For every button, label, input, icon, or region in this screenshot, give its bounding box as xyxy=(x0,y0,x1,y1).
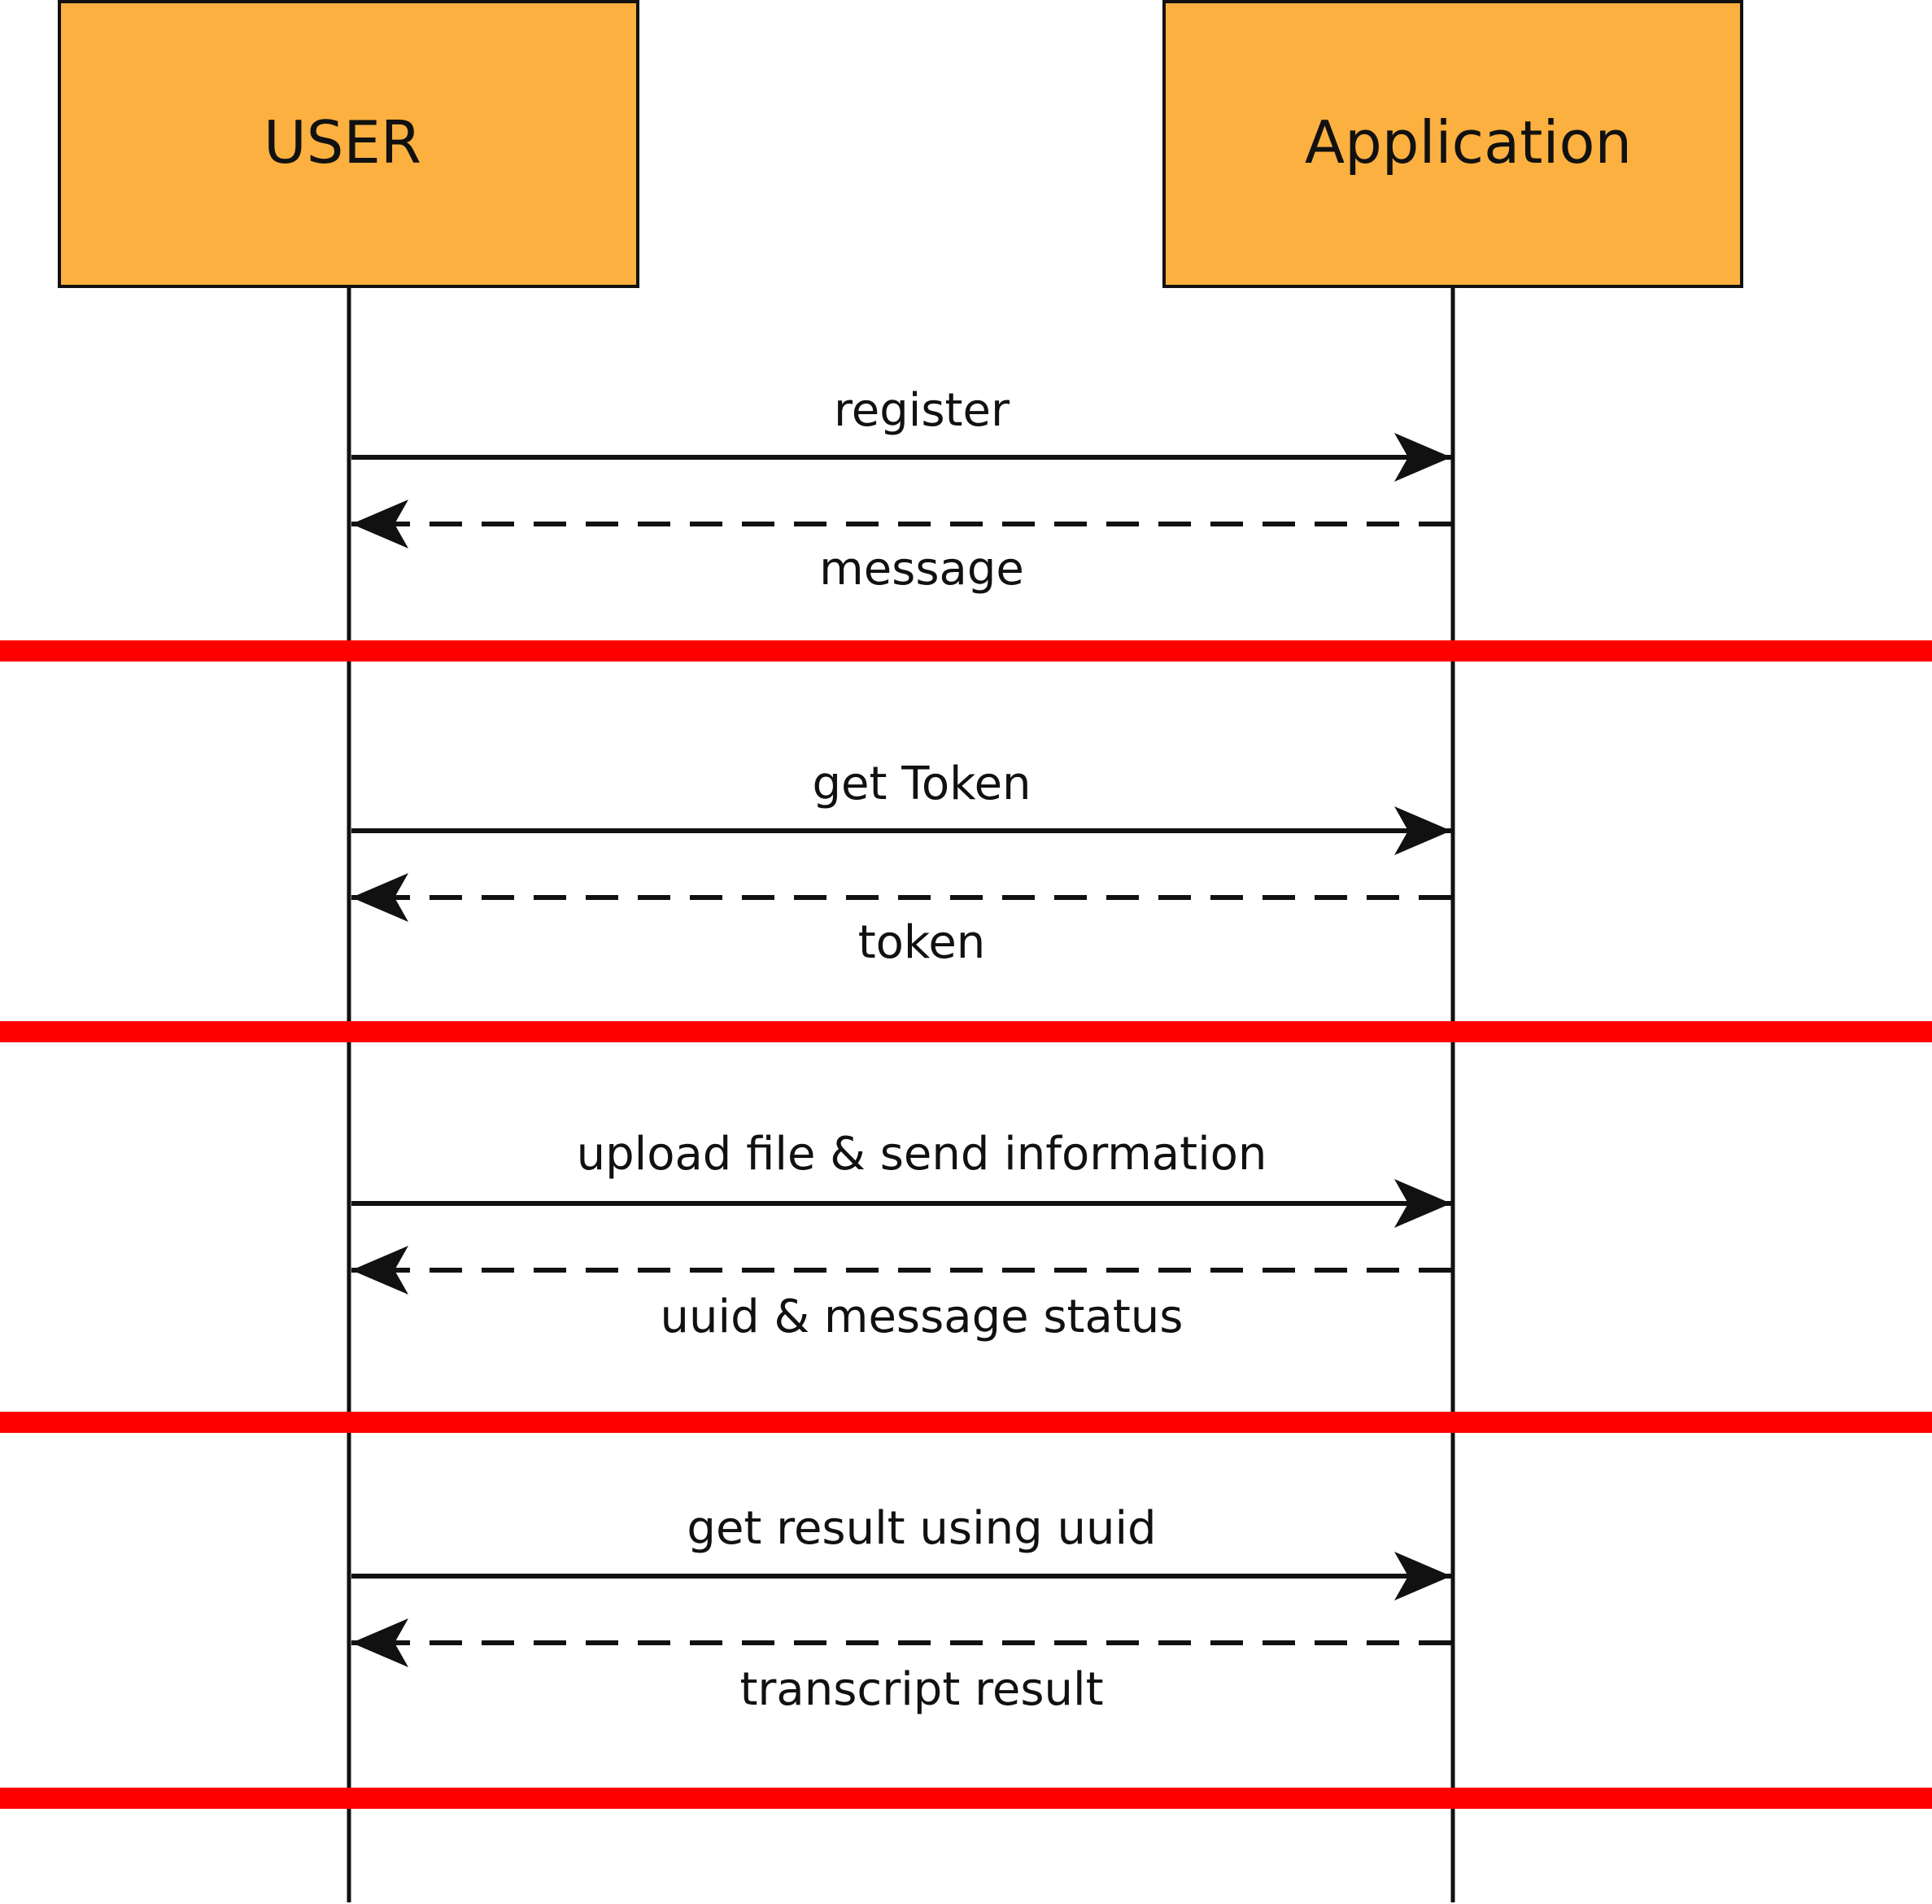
message-label: uuid & message status xyxy=(661,1290,1184,1343)
message-label: upload file & send information xyxy=(577,1128,1267,1181)
actor-application: Application xyxy=(1162,0,1743,288)
message-label: get Token xyxy=(812,758,1031,810)
separators xyxy=(0,640,1932,1809)
message-label: get result using uuid xyxy=(687,1502,1156,1555)
message-label: token xyxy=(858,916,986,969)
message-token: token xyxy=(351,873,1451,969)
actor-box-application xyxy=(1162,0,1743,288)
message-message: message xyxy=(351,500,1451,596)
message-get-result: get result using uuid xyxy=(351,1502,1451,1600)
actor-user: USER xyxy=(58,0,639,288)
actor-box-user xyxy=(58,0,639,288)
message-label: transcript result xyxy=(739,1663,1103,1716)
message-get-token: get Token xyxy=(351,758,1451,855)
message-label: register xyxy=(834,384,1010,437)
message-transcript-result: transcript result xyxy=(351,1618,1451,1716)
message-upload-file: upload file & send information xyxy=(351,1128,1451,1228)
actor-label-user: USER xyxy=(264,108,421,177)
actor-label-application: Application xyxy=(1305,108,1632,177)
message-label: message xyxy=(819,543,1024,596)
message-register: register xyxy=(351,384,1451,482)
message-uuid-status: uuid & message status xyxy=(351,1246,1451,1343)
